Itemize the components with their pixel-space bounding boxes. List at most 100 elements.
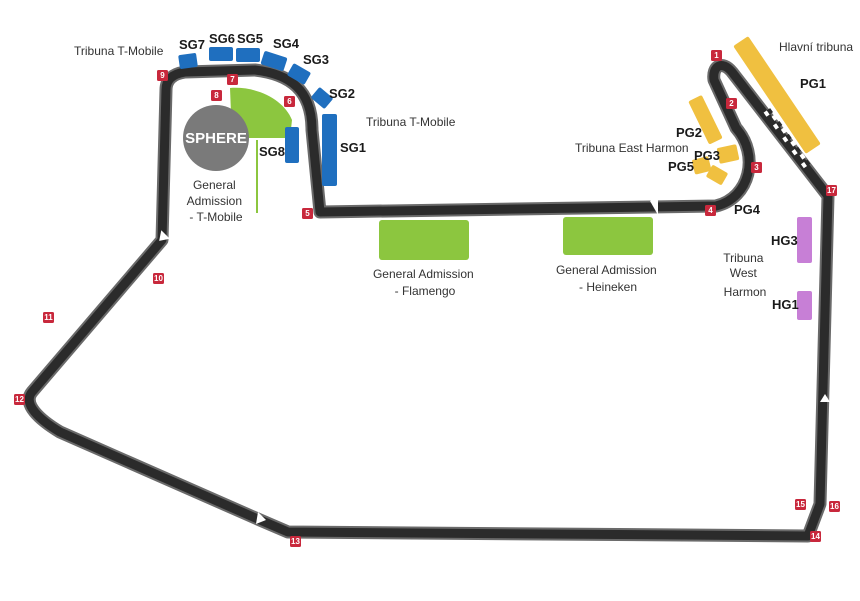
turn-number: 16 (830, 502, 839, 511)
turn-marker-17: 17 (826, 185, 837, 196)
stand-code: SG1 (340, 140, 366, 155)
label-ga-tmobile: General Admission - T-Mobile (187, 178, 246, 224)
turn-marker-4: 4 (705, 205, 716, 216)
turn-marker-box (810, 531, 821, 542)
stand-pg4[interactable] (706, 164, 729, 185)
stand-code: SG4 (273, 36, 300, 51)
turn-marker-box (795, 499, 806, 510)
stand-sg6[interactable] (209, 47, 233, 61)
stand-sg3[interactable] (287, 63, 311, 85)
direction-arrow-icon (820, 394, 830, 402)
turn-marker-box (711, 50, 722, 61)
turn-number: 7 (230, 75, 235, 84)
checker-square (763, 110, 770, 117)
stand-sg4[interactable] (260, 51, 288, 72)
turn-number: 15 (796, 500, 805, 509)
turn-marker-10: 10 (153, 273, 164, 284)
turn-number: 4 (708, 206, 713, 215)
turn-marker-box (705, 205, 716, 216)
checker-square (804, 159, 811, 167)
turn-marker-box (153, 273, 164, 284)
checker-square (791, 149, 798, 156)
checker-square (799, 153, 806, 160)
turn-marker-11: 11 (43, 312, 54, 323)
turn-marker-box (211, 90, 222, 101)
turn-number: 5 (305, 209, 310, 218)
turn-marker-6: 6 (284, 96, 295, 107)
ga-area-heineken[interactable] (563, 217, 653, 255)
turn-marker-box (726, 98, 737, 109)
label-ga-flamengo: General Admission - Flamengo (373, 267, 477, 298)
checker-square (766, 108, 773, 115)
checker-square (790, 140, 797, 147)
turn-number: 11 (44, 313, 53, 322)
checkered-flag-icon (763, 108, 811, 169)
label-tribuna-east-harmon: Tribuna East Harmon (575, 141, 689, 155)
stand-sg8[interactable] (285, 127, 299, 163)
stand-hg3[interactable] (797, 217, 812, 263)
checker-square (782, 136, 789, 143)
checker-square (800, 161, 808, 169)
stand-code: SG8 (259, 144, 285, 159)
stand-code: PG2 (676, 125, 702, 140)
turn-number: 12 (15, 395, 24, 404)
stand-code: PG3 (694, 148, 720, 163)
checker-square (780, 127, 787, 134)
turn-number: 13 (291, 537, 300, 546)
stand-code: SG3 (303, 52, 329, 67)
stand-sg7[interactable] (178, 53, 198, 69)
turn-marker-9: 9 (157, 70, 168, 81)
stand-pg3[interactable] (716, 144, 740, 164)
turn-number: 2 (729, 99, 734, 108)
stand-code: PG4 (734, 202, 761, 217)
sphere-label: SPHERE (185, 130, 247, 147)
stand-code: HG1 (772, 297, 799, 312)
stand-code: SG6 (209, 31, 235, 46)
turn-number: 6 (287, 97, 292, 106)
turn-marker-1: 1 (711, 50, 722, 61)
turn-number: 10 (154, 274, 163, 283)
turn-marker-box (826, 185, 837, 196)
checker-square (794, 146, 801, 154)
turn-marker-box (829, 501, 840, 512)
stand-sg2[interactable] (311, 87, 334, 109)
turn-marker-box (43, 312, 54, 323)
label-tribuna-west-harmon: Tribuna West Harmon (723, 251, 767, 299)
stand-sg1[interactable] (322, 114, 337, 186)
direction-arrow-icon (159, 230, 170, 241)
stand-code: SG7 (179, 37, 205, 52)
turn-marker-5: 5 (302, 208, 313, 219)
stand-code: SG5 (237, 31, 263, 46)
label-hlavni-tribuna: Hlavní tribuna (779, 40, 853, 54)
turn-marker-3: 3 (751, 162, 762, 173)
turn-marker-8: 8 (211, 90, 222, 101)
turn-number: 17 (827, 186, 836, 195)
stand-pg1[interactable] (733, 36, 821, 154)
stand-hg1[interactable] (797, 291, 812, 320)
stand-pg2[interactable] (688, 95, 723, 145)
label-tribuna-tmobile-top: Tribuna T-Mobile (74, 44, 164, 58)
turn-marker-box (157, 70, 168, 81)
turn-marker-box (14, 394, 25, 405)
label-tribuna-tmobile-right: Tribuna T-Mobile (366, 115, 456, 129)
turn-marker-13: 13 (290, 536, 301, 547)
turn-marker-15: 15 (795, 499, 806, 510)
turn-number: 8 (214, 91, 219, 100)
turn-number: 14 (811, 532, 820, 541)
stand-sg5[interactable] (236, 48, 260, 62)
turn-marker-12: 12 (14, 394, 25, 405)
checker-square (786, 142, 794, 149)
ga-area-flamengo[interactable] (379, 220, 469, 260)
stand-pg5[interactable] (691, 156, 712, 175)
checker-square (796, 155, 803, 162)
turn-marker-box (302, 208, 313, 219)
turn-marker-box (290, 536, 301, 547)
turn-marker-7: 7 (227, 74, 238, 85)
turn-marker-16: 16 (829, 501, 840, 512)
checker-square (771, 114, 778, 121)
turn-marker-box (284, 96, 295, 107)
stand-code: HG3 (771, 233, 798, 248)
turn-marker-2: 2 (726, 98, 737, 109)
